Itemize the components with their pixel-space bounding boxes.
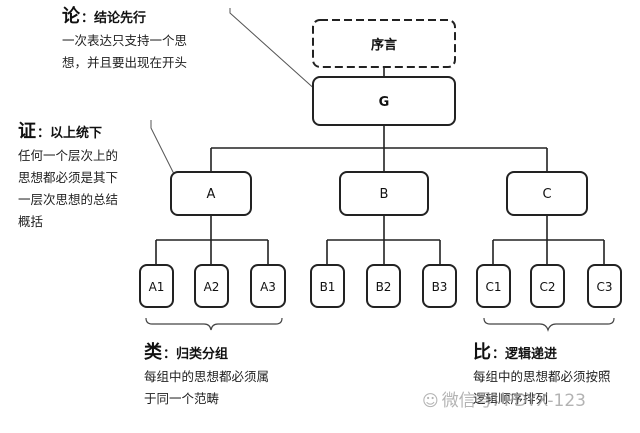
annotation-line: 概括 (18, 214, 44, 229)
node-b: B (339, 171, 429, 216)
node-b2: B2 (366, 264, 401, 308)
node-c1: C1 (476, 264, 511, 308)
annotation-grouping: 类：归类分组 每组中的思想都必须属 于同一个范畴 (144, 342, 269, 410)
wechat-icon: ☺ (422, 391, 439, 410)
lun-pointer (229, 8, 319, 93)
node-c: C (506, 171, 588, 216)
annotation-title: ：逻辑递进 (492, 347, 558, 362)
annotation-key-char: 类 (144, 342, 162, 363)
node-label-b3: B3 (432, 280, 448, 294)
annotation-line: 思想都必须是其下 (18, 170, 119, 185)
node-label-a: A (207, 187, 216, 202)
annotation-line: 想，并且要出现在开头 (62, 55, 188, 70)
node-label-b: B (380, 187, 389, 202)
node-preface: 序言 (312, 19, 456, 68)
annotation-conclusion-first: 论：结论先行 一次表达只支持一个思 想，并且要出现在开头 (62, 6, 187, 74)
annotation-line: 每组中的思想都必须属 (144, 369, 270, 384)
annotation-key-char: 比 (473, 342, 491, 363)
node-label-c: C (542, 187, 551, 202)
watermark-text: 微信号: PDYX-123 (441, 391, 586, 411)
annotation-key-char: 证 (18, 121, 36, 142)
annotation-pointers (150, 8, 319, 179)
annotation-heading: 论：结论先行 (62, 6, 187, 30)
watermark: ☺微信号: PDYX-123 (422, 386, 586, 411)
node-label-a1: A1 (149, 280, 165, 294)
group-braces (145, 317, 615, 332)
annotation-line: 于同一个范畴 (144, 391, 220, 406)
annotation-heading: 类：归类分组 (144, 342, 269, 366)
annotation-line: 一次表达只支持一个思 (62, 33, 188, 48)
node-label-preface: 序言 (371, 37, 397, 53)
node-label-c3: C3 (596, 280, 612, 294)
node-label-b2: B2 (376, 280, 392, 294)
node-label-a3: A3 (260, 280, 276, 294)
annotation-title: ：以上统下 (37, 126, 103, 141)
node-b3: B3 (422, 264, 457, 308)
annotation-line: 任何一个层次上的 (18, 148, 119, 163)
zheng-pointer (150, 120, 177, 179)
node-label-a2: A2 (204, 280, 220, 294)
node-label-c1: C1 (485, 280, 501, 294)
node-b1: B1 (310, 264, 345, 308)
node-a1: A1 (139, 264, 174, 308)
connectors (155, 67, 605, 265)
annotation-heading: 证：以上统下 (18, 121, 118, 145)
annotation-top-down: 证：以上统下 任何一个层次上的 思想都必须是其下 一层次思想的总结 概括 (18, 121, 118, 233)
annotation-line: 一层次思想的总结 (18, 192, 119, 207)
annotation-line: 每组中的思想都必须按照 (473, 369, 611, 384)
node-label-g: G (379, 95, 390, 110)
node-label-c2: C2 (539, 280, 555, 294)
node-a2: A2 (194, 264, 229, 308)
annotation-heading: 比：逻辑递进 (473, 342, 611, 366)
node-c3: C3 (587, 264, 622, 308)
node-a3: A3 (250, 264, 286, 308)
brace-right (483, 317, 615, 332)
annotation-logical-order: 比：逻辑递进 每组中的思想都必须按照 逻辑顺序排列 (473, 342, 611, 410)
node-c2: C2 (530, 264, 565, 308)
annotation-title: ：结论先行 (81, 11, 147, 26)
brace-left (145, 317, 283, 331)
node-a: A (170, 171, 252, 216)
node-g: G (312, 76, 456, 126)
annotation-line: 逻辑顺序排列 (473, 391, 549, 406)
annotation-title: ：归类分组 (163, 347, 229, 362)
node-label-b1: B1 (320, 280, 336, 294)
annotation-key-char: 论 (62, 6, 80, 27)
